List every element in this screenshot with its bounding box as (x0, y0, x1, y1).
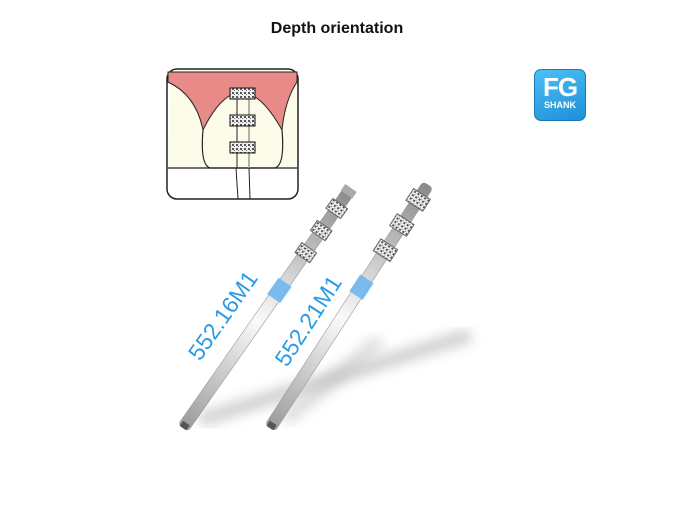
badge-main: FG (542, 72, 578, 102)
fg-shank-badge: FG SHANK (534, 69, 586, 121)
page-title: Depth orientation (270, 20, 404, 37)
shadow (280, 334, 385, 426)
tooth-diagram (166, 68, 299, 200)
bur-label: 552.16M1 (183, 266, 263, 365)
bur-552-21m1 (266, 182, 432, 431)
badge-sub: SHANK (543, 100, 576, 110)
bur-552-16m1 (179, 183, 357, 431)
